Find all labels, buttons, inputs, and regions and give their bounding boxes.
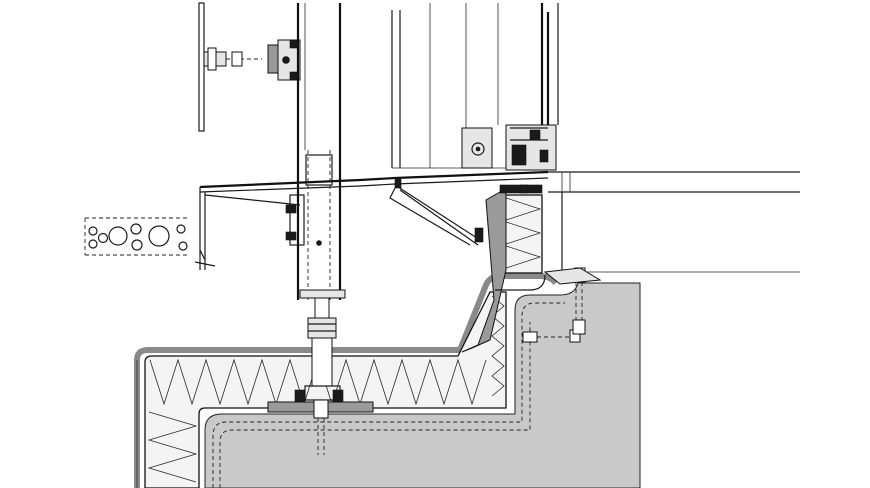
right-anchors	[522, 267, 602, 343]
upper-column	[198, 2, 301, 132]
vertical-mullion	[296, 3, 342, 300]
column-bracket	[285, 194, 346, 299]
curtain-wall-unit	[391, 3, 559, 171]
vertical-insulation	[499, 194, 543, 274]
perforated-panel	[84, 217, 190, 256]
threaded-anchor	[267, 297, 374, 455]
insulation-outer-skin	[134, 273, 559, 488]
glazing-sill-line	[548, 171, 800, 273]
sill-flashing	[194, 170, 549, 270]
interior-flashing	[461, 184, 546, 353]
